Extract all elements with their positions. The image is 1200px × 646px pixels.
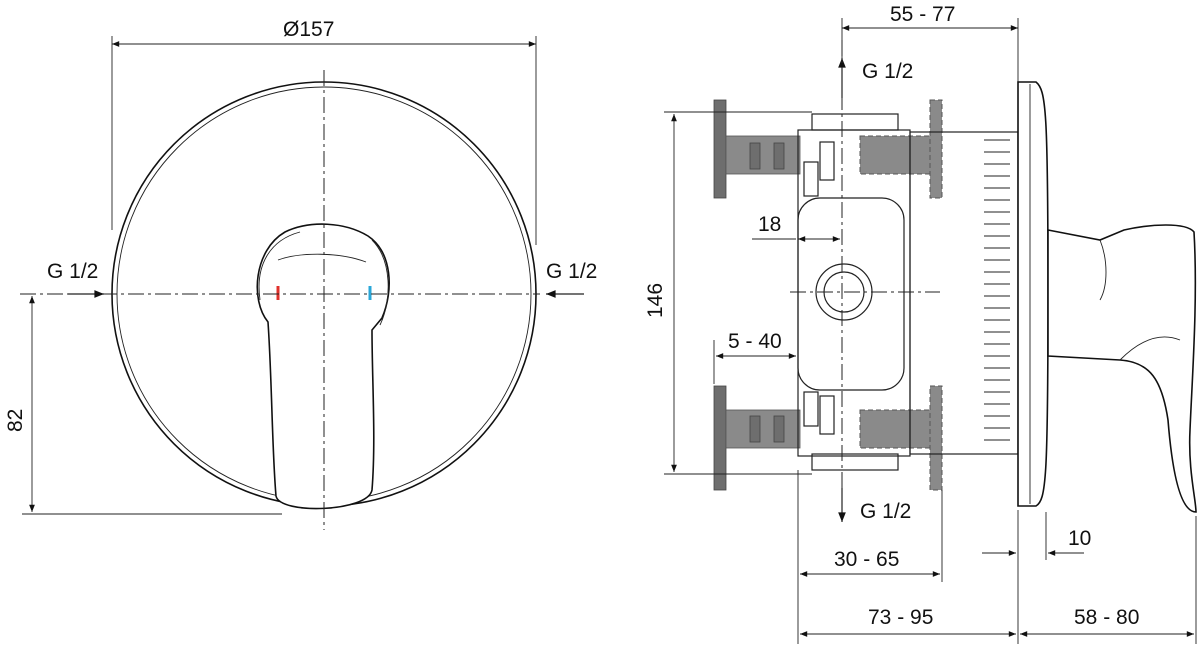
diameter-label: Ø157 [283, 18, 334, 41]
lever-handle [256, 223, 390, 510]
depth-top-label: 55 - 77 [890, 3, 955, 26]
height-146-label: 146 [644, 283, 667, 318]
side-view: 55 - 77 G 1/2 G 1/2 [644, 3, 1197, 644]
plate-label: 10 [1068, 527, 1091, 550]
outlet-top-label: G 1/2 [862, 60, 913, 83]
wall-label: 18 [758, 213, 781, 236]
height-label: 82 [4, 409, 27, 432]
inlet-left-label: G 1/2 [47, 260, 98, 283]
inlet-right-label: G 1/2 [546, 260, 597, 283]
range-label: 5 - 40 [728, 330, 782, 353]
outlet-bottom-label: G 1/2 [860, 500, 911, 523]
threaded-sleeve [909, 131, 1019, 455]
lever-handle-side [1047, 224, 1197, 513]
front-view: Ø157 G 1/2 G 1/2 82 [4, 18, 597, 530]
projection-label: 58 - 80 [1074, 606, 1139, 629]
body-depth-label: 73 - 95 [868, 606, 933, 629]
cover-plate-side [1017, 81, 1049, 507]
mounting-brackets [713, 99, 943, 491]
plaster-label: 30 - 65 [834, 548, 899, 571]
